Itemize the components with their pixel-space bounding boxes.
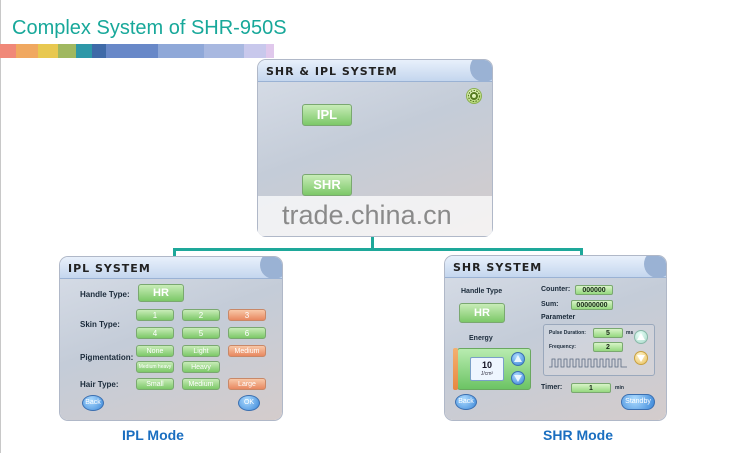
- skin-type-6[interactable]: 6: [228, 327, 266, 339]
- standby-button[interactable]: Standby: [621, 394, 655, 410]
- timer-label: Timer:: [541, 384, 563, 391]
- ipl-screen-title: IPL SYSTEM: [68, 262, 151, 275]
- pulse-duration-value: 5: [593, 328, 623, 338]
- color-stripe: [58, 44, 76, 58]
- watermark: trade.china.cn: [258, 196, 492, 236]
- timer-unit: min: [615, 385, 624, 391]
- sum-label: Sum:: [541, 301, 559, 308]
- skin-type-3[interactable]: 3: [228, 309, 266, 321]
- connector-left-drop: [173, 248, 176, 258]
- frequency-value: 2: [593, 342, 623, 352]
- hair-type-large[interactable]: Large: [228, 378, 266, 390]
- energy-label: Energy: [469, 335, 493, 342]
- main-screen-title: SHR & IPL SYSTEM: [266, 65, 398, 78]
- triangle-up-icon: [637, 333, 645, 340]
- energy-value-box: 10 J/cm²: [470, 357, 504, 381]
- energy-unit: J/cm²: [480, 371, 494, 377]
- color-stripe: [266, 44, 274, 58]
- pulse-duration-unit: ms: [626, 330, 634, 336]
- parameter-up-button[interactable]: [634, 330, 648, 344]
- watermark-text: trade.china.cn: [282, 200, 452, 230]
- triangle-down-icon: [514, 375, 522, 382]
- color-stripe: [92, 44, 106, 58]
- main-screen-titlebar: SHR & IPL SYSTEM: [258, 60, 492, 82]
- ipl-screen: IPL SYSTEM Handle Type: HR Skin Type: 1 …: [60, 257, 282, 420]
- connector-right-drop: [580, 248, 583, 258]
- ipl-mode-caption: IPL Mode: [122, 427, 184, 443]
- shr-screen-titlebar: SHR SYSTEM: [445, 256, 666, 278]
- sum-value: 00000000: [571, 300, 613, 310]
- frequency-label: Frequency:: [549, 344, 576, 350]
- parameter-down-button[interactable]: [634, 351, 648, 365]
- color-stripes: [0, 44, 274, 58]
- counter-label: Counter:: [541, 286, 571, 293]
- hair-type-small[interactable]: Small: [136, 378, 174, 390]
- skin-type-2[interactable]: 2: [182, 309, 220, 321]
- skin-type-4[interactable]: 4: [136, 327, 174, 339]
- ipl-button[interactable]: IPL: [302, 104, 352, 126]
- ipl-screen-titlebar: IPL SYSTEM: [60, 257, 282, 279]
- pigmentation-medium[interactable]: Medium: [228, 345, 266, 357]
- shr-handle-type-label: Handle Type: [461, 288, 503, 295]
- energy-up-button[interactable]: [511, 352, 525, 366]
- pulse-waveform-icon: [549, 358, 627, 368]
- skin-type-1[interactable]: 1: [136, 309, 174, 321]
- shr-screen: SHR SYSTEM Handle Type HR Energy 10 J/cm…: [445, 256, 666, 420]
- energy-side-bar: [453, 348, 458, 390]
- pigmentation-label: Pigmentation:: [80, 353, 134, 362]
- color-stripe: [16, 44, 38, 58]
- shr-back-button[interactable]: Back: [455, 394, 477, 410]
- color-stripe: [76, 44, 92, 58]
- handle-type-label: Handle Type:: [80, 290, 130, 299]
- hair-type-label: Hair Type:: [80, 380, 119, 389]
- timer-value: 1: [571, 383, 611, 393]
- shr-mode-caption: SHR Mode: [543, 427, 613, 443]
- left-border: [0, 0, 1, 453]
- ipl-ok-button[interactable]: OK: [238, 395, 260, 411]
- color-stripe: [244, 44, 266, 58]
- pigmentation-none[interactable]: None: [136, 345, 174, 357]
- connector-horizontal: [173, 248, 583, 251]
- triangle-up-icon: [514, 355, 522, 362]
- color-stripe: [204, 44, 244, 58]
- handle-type-button[interactable]: HR: [138, 284, 184, 302]
- pigmentation-medium-heavy[interactable]: Medium heavy: [136, 361, 174, 373]
- connector-stem: [371, 236, 374, 250]
- pulse-duration-label: Pulse Duration:: [549, 330, 586, 336]
- triangle-down-icon: [637, 355, 645, 362]
- pigmentation-heavy[interactable]: Heavy: [182, 361, 220, 373]
- page-title: Complex System of SHR-950S: [12, 17, 287, 39]
- shr-button[interactable]: SHR: [302, 174, 352, 196]
- shr-screen-title: SHR SYSTEM: [453, 261, 543, 274]
- gear-icon[interactable]: [466, 88, 482, 104]
- color-stripe: [158, 44, 204, 58]
- color-stripe: [38, 44, 58, 58]
- skin-type-label: Skin Type:: [80, 320, 120, 329]
- counter-value: 000000: [575, 285, 613, 295]
- hair-type-medium[interactable]: Medium: [182, 378, 220, 390]
- energy-value: 10: [481, 360, 492, 370]
- ipl-back-button[interactable]: Back: [82, 395, 104, 411]
- color-stripe: [106, 44, 158, 58]
- parameter-label: Parameter: [541, 314, 576, 321]
- pigmentation-light[interactable]: Light: [182, 345, 220, 357]
- shr-handle-type-button[interactable]: HR: [459, 303, 505, 323]
- color-stripe: [0, 44, 16, 58]
- energy-down-button[interactable]: [511, 371, 525, 385]
- skin-type-5[interactable]: 5: [182, 327, 220, 339]
